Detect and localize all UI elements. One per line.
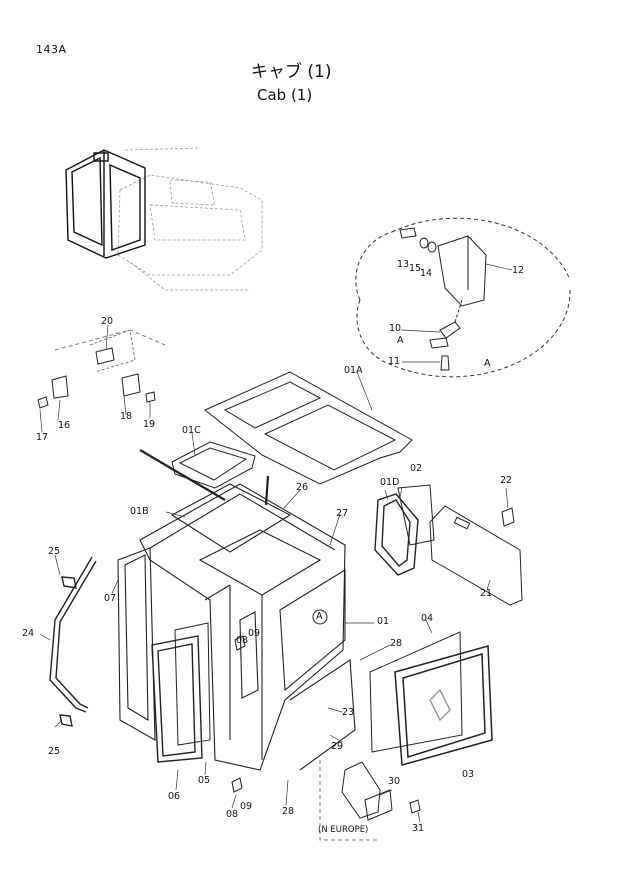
front-glass-05 (174, 622, 211, 746)
title-japanese: キャブ (1) (251, 62, 332, 82)
part-label-01c: 01C (182, 425, 201, 436)
part-label-25-lower: 25 (48, 746, 61, 757)
part-label-16: 16 (58, 420, 71, 431)
part-label-01b: 01B (130, 506, 149, 517)
cab-frame-01 (117, 483, 356, 771)
front-seal-06 (151, 635, 203, 763)
part-label-28-lower: 28 (282, 806, 295, 817)
hinge-bracket-assembly (37, 329, 166, 409)
part-label-10: 10 (389, 323, 402, 334)
part-label-20: 20 (101, 316, 114, 327)
n-europe-plate (319, 760, 421, 841)
handrail-24 (49, 556, 97, 727)
part-label-12: 12 (512, 265, 525, 276)
side-seal-01d (374, 493, 419, 576)
page-number: 143A (36, 43, 67, 56)
detail-a-view (355, 217, 571, 378)
part-label-22: 22 (500, 475, 513, 486)
part-label-09-upper: 09 (248, 628, 261, 639)
part-label-01: 01 (377, 616, 390, 627)
part-label-17: 17 (36, 432, 49, 443)
part-label-04: 04 (421, 613, 434, 624)
part-label-23: 23 (342, 707, 355, 718)
pointer-line (264, 475, 270, 506)
part-label-18: 18 (120, 411, 133, 422)
callout-a-circle (312, 609, 328, 625)
callout-label-a: A (316, 611, 323, 622)
roof-panel-01a (204, 371, 413, 485)
part-label-03: 03 (462, 769, 475, 780)
part-label-09-lower: 09 (240, 801, 253, 812)
title-english: Cab (1) (257, 86, 313, 104)
part-label-13: 13 (397, 259, 410, 270)
excavator-overview-illustration (117, 147, 263, 291)
cab-overview-thumbnail (65, 149, 146, 259)
part-label-02: 02 (410, 463, 423, 474)
region-note-n-europe: (N EUROPE) (318, 825, 369, 835)
part-label-31: 31 (412, 823, 425, 834)
part-label-19: 19 (143, 419, 156, 430)
part-label-08-upper: 08 (236, 635, 249, 646)
bolt-08-upper (234, 635, 246, 651)
part-label-11: 11 (388, 356, 401, 367)
bolt-22 (501, 507, 515, 527)
part-label-14: 14 (420, 268, 433, 279)
part-label-24: 24 (22, 628, 35, 639)
part-label-01a: 01A (344, 365, 363, 376)
rear-seal-03 (394, 645, 493, 766)
rear-glass-04 (369, 631, 463, 753)
part-label-07: 07 (104, 593, 117, 604)
part-label-15: 15 (409, 263, 422, 274)
door-panel-21 (429, 505, 523, 606)
part-label-21: 21 (480, 588, 493, 599)
part-label-01d: 01D (380, 477, 400, 488)
side-glass-02 (397, 484, 435, 546)
part-label-27: 27 (336, 508, 349, 519)
part-label-30: 30 (388, 776, 401, 787)
roof-glass-01c (171, 441, 256, 489)
bolt-08-lower (231, 777, 243, 793)
part-label-08-lower: 08 (226, 809, 239, 820)
part-label-25-upper: 25 (48, 546, 61, 557)
detail-label-a-left: A (397, 335, 404, 346)
part-label-05: 05 (198, 775, 211, 786)
detail-label-a-right: A (484, 358, 491, 369)
pointer-line (139, 449, 226, 501)
part-label-29: 29 (331, 741, 344, 752)
part-label-06: 06 (168, 791, 181, 802)
leader-lines (39, 263, 513, 823)
part-label-28-upper: 28 (390, 638, 403, 649)
part-label-26: 26 (296, 482, 309, 493)
